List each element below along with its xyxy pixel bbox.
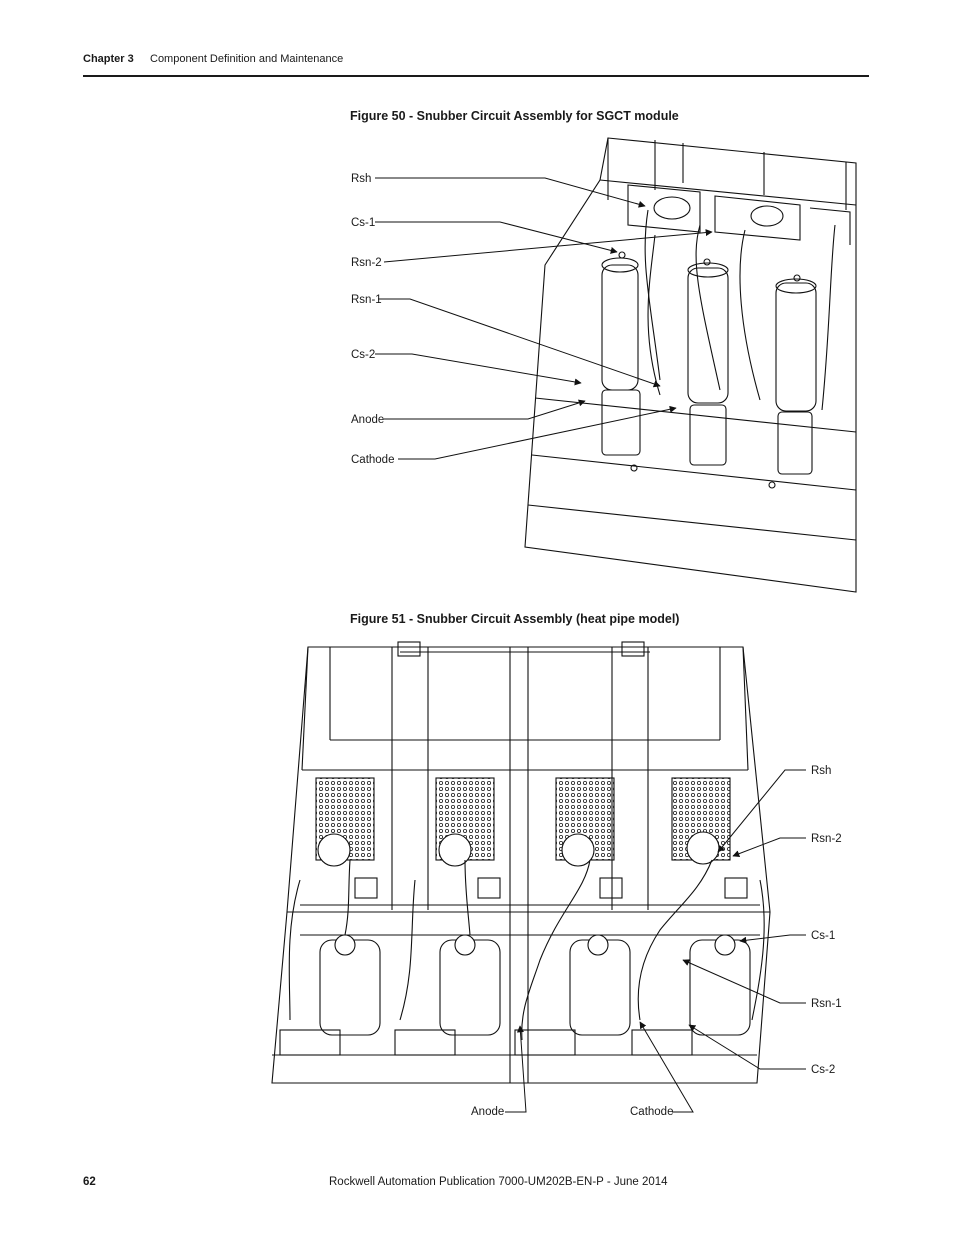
fig50-label-cs2: Cs-2	[351, 349, 375, 361]
header-rule	[83, 75, 869, 77]
figure-50-leaders	[375, 177, 713, 460]
fig50-label-rsh: Rsh	[351, 173, 371, 185]
page-number: 62	[83, 1176, 96, 1188]
fig50-label-rsn1: Rsn-1	[351, 294, 382, 306]
figure-50-drawing	[524, 137, 857, 593]
fig51-label-rsn1: Rsn-1	[811, 998, 842, 1010]
chapter-label: Chapter 3	[83, 53, 134, 65]
figure-50-caption: Figure 50 - Snubber Circuit Assembly for…	[350, 109, 679, 123]
fig50-label-cs1: Cs-1	[351, 217, 375, 229]
figure-51-leaders	[505, 769, 806, 1113]
fig51-label-cs2: Cs-2	[811, 1064, 835, 1076]
fig50-label-rsn2: Rsn-2	[351, 257, 382, 269]
section-title: Component Definition and Maintenance	[150, 53, 344, 65]
page-header: Chapter 3 Component Definition and Maint…	[83, 53, 343, 65]
fig51-label-cs1: Cs-1	[811, 930, 835, 942]
figure-51-drawing	[271, 641, 771, 1084]
fig50-label-cathode: Cathode	[351, 454, 394, 466]
publication-info: Rockwell Automation Publication 7000-UM2…	[329, 1176, 668, 1188]
fig51-label-rsh: Rsh	[811, 765, 831, 777]
figure-50-labels: Rsh Cs-1 Rsn-2 Rsn-1 Cs-2 Anode Cathode	[351, 173, 394, 466]
figure-51-labels: Rsh Rsn-2 Cs-1 Rsn-1 Cs-2 Anode Cathode	[471, 765, 842, 1118]
fig51-label-anode: Anode	[471, 1106, 504, 1118]
fig51-label-cathode: Cathode	[630, 1106, 673, 1118]
fig51-label-rsn2: Rsn-2	[811, 833, 842, 845]
fig50-label-anode: Anode	[351, 414, 384, 426]
figure-51-caption: Figure 51 - Snubber Circuit Assembly (he…	[350, 612, 680, 626]
